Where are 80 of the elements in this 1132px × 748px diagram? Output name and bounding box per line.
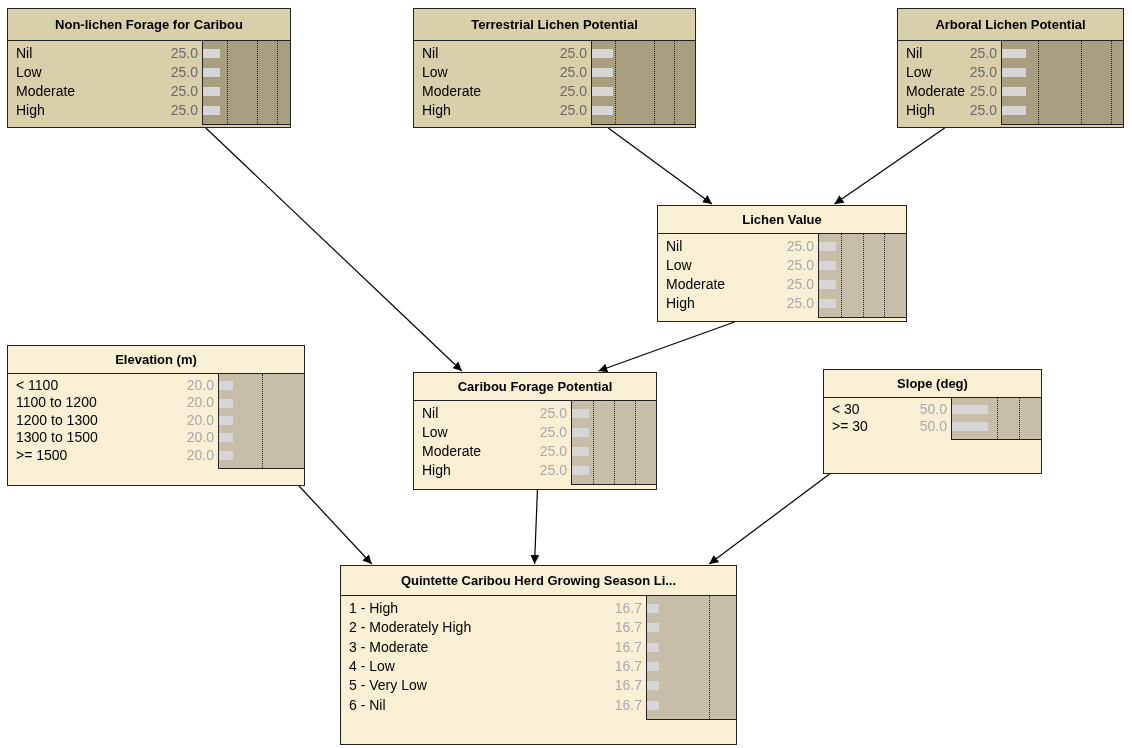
probability-value: 25.0 <box>968 101 997 120</box>
state-label: 2 - Moderately High <box>349 618 472 638</box>
arrow <box>607 127 713 205</box>
state-label: Moderate <box>422 82 482 101</box>
probability-value: 25.0 <box>538 442 567 461</box>
state-label: Moderate <box>16 82 76 101</box>
state-label: 1 - High <box>349 599 399 618</box>
state-label: Low <box>422 63 448 82</box>
node-box <box>413 372 657 490</box>
probability-value: 25.0 <box>538 461 567 480</box>
probability-value: 50.0 <box>918 418 947 435</box>
state-label: Moderate <box>906 82 966 101</box>
probability-value: 16.7 <box>613 695 642 715</box>
arrow <box>530 489 540 565</box>
state-label: High <box>422 461 451 480</box>
arrow <box>708 473 831 565</box>
state-label: Nil <box>422 44 439 63</box>
probability-value: 16.7 <box>613 599 642 618</box>
node-box <box>7 345 305 486</box>
state-label: High <box>906 101 935 120</box>
probability-value: 25.0 <box>785 237 814 256</box>
state-label: Low <box>906 63 932 82</box>
probability-value: 20.0 <box>185 394 214 412</box>
probability-value: 25.0 <box>968 44 997 63</box>
probability-value: 25.0 <box>968 63 997 82</box>
state-label: < 30 <box>832 401 860 418</box>
state-label: 4 - Low <box>349 656 395 676</box>
state-label: 1300 to 1500 <box>16 429 98 447</box>
arrow <box>205 127 463 372</box>
state-label: >= 30 <box>832 418 868 435</box>
probability-value: 25.0 <box>558 63 587 82</box>
state-label: Nil <box>666 237 683 256</box>
state-label: Nil <box>16 44 33 63</box>
state-label: 1100 to 1200 <box>16 394 97 412</box>
node-box <box>340 565 737 745</box>
arrow <box>298 485 373 565</box>
node-box <box>823 369 1042 474</box>
probability-value: 25.0 <box>538 423 567 442</box>
state-label: Moderate <box>666 275 726 294</box>
probability-value: 20.0 <box>185 377 214 395</box>
probability-value: 25.0 <box>558 101 587 120</box>
node-box <box>897 8 1124 128</box>
state-label: 1200 to 1300 <box>16 411 98 430</box>
probability-value: 20.0 <box>185 429 214 447</box>
state-label: < 1100 <box>16 377 59 395</box>
state-label: Low <box>16 63 42 82</box>
probability-value: 25.0 <box>169 101 198 120</box>
probability-value: 16.7 <box>613 618 642 638</box>
state-label: Nil <box>906 44 923 63</box>
state-label: High <box>16 101 45 120</box>
probability-value: 50.0 <box>918 401 947 418</box>
probability-value: 25.0 <box>785 275 814 294</box>
probability-value: 25.0 <box>558 44 587 63</box>
state-label: 6 - Nil <box>349 695 386 715</box>
state-label: High <box>422 101 451 120</box>
probability-value: 25.0 <box>169 63 198 82</box>
arrow <box>597 321 736 373</box>
probability-value: 16.7 <box>613 676 642 696</box>
state-label: Low <box>422 423 448 442</box>
probability-value: 25.0 <box>785 294 814 313</box>
state-label: 3 - Moderate <box>349 637 429 657</box>
node-box <box>7 8 291 128</box>
probability-value: 16.7 <box>613 656 642 676</box>
node-box <box>413 8 696 128</box>
state-label: Moderate <box>422 442 482 461</box>
probability-value: 25.0 <box>169 82 198 101</box>
state-label: >= 1500 <box>16 446 68 464</box>
arrow <box>833 127 946 205</box>
probability-value: 20.0 <box>185 411 214 430</box>
probability-value: 25.0 <box>785 256 814 275</box>
probability-value: 25.0 <box>538 404 567 423</box>
state-label: High <box>666 294 695 313</box>
state-label: 5 - Very Low <box>349 676 427 696</box>
probability-value: 25.0 <box>169 44 198 63</box>
node-box <box>657 205 907 322</box>
state-label: Nil <box>422 404 439 423</box>
state-label: Low <box>666 256 692 275</box>
probability-value: 16.7 <box>613 637 642 657</box>
probability-value: 20.0 <box>185 446 214 464</box>
probability-value: 25.0 <box>558 82 587 101</box>
